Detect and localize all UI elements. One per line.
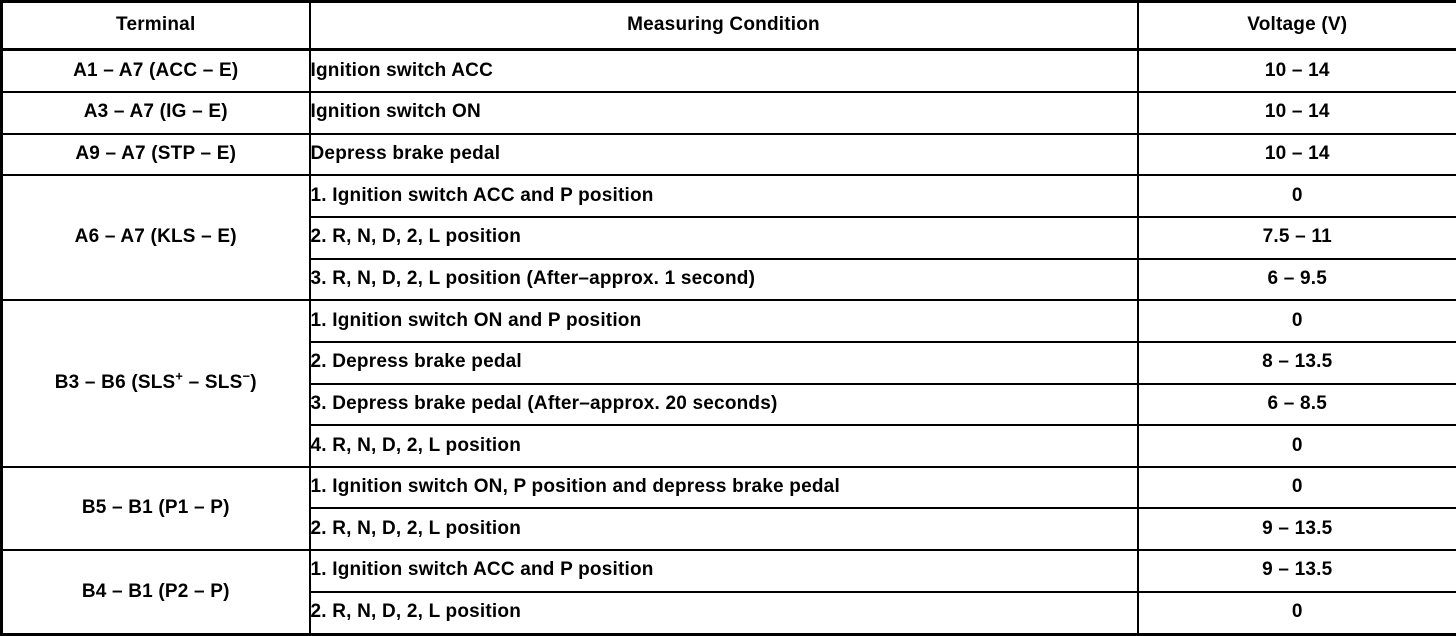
column-header-terminal: Terminal xyxy=(0,0,311,51)
voltage-cell: 10 – 14 xyxy=(1136,91,1456,135)
voltage-cell: 6 – 8.5 xyxy=(1136,382,1456,427)
table-row: 3. Depress brake pedal (After–approx. 20… xyxy=(2,382,1456,427)
terminal-label: A3 – A7 (IG – E) xyxy=(0,91,311,135)
column-header-voltage: Voltage (V) xyxy=(1136,0,1456,51)
voltage-cell: 10 – 14 xyxy=(1136,48,1456,94)
table-row: B3 – B6 (SLS+ – SLS−)1. Ignition switch … xyxy=(0,299,1456,468)
voltage-cell: 0 xyxy=(1136,590,1456,636)
measuring-condition-cell: Ignition switch ON xyxy=(308,91,1139,135)
measuring-condition-cell: 3. Depress brake pedal (After–approx. 20… xyxy=(308,382,1139,427)
voltage-cell: 0 xyxy=(1136,424,1456,468)
measuring-condition-cell: 1. Ignition switch ACC and P position xyxy=(308,549,1139,593)
voltage-cell: 9 – 13.5 xyxy=(1136,507,1456,552)
measuring-condition-cell: Depress brake pedal xyxy=(308,132,1139,177)
column-header-measuring-condition: Measuring Condition xyxy=(308,0,1139,51)
table-row: B4 – B1 (P2 – P)1. Ignition switch ACC a… xyxy=(0,549,1456,636)
measuring-condition-cell: 1. Ignition switch ON and P position xyxy=(308,299,1139,343)
measuring-condition-cell: 1. Ignition switch ON, P position and de… xyxy=(308,465,1139,510)
measuring-condition-cell: 2. R, N, D, 2, L position xyxy=(308,507,1139,552)
voltage-cell: 8 – 13.5 xyxy=(1136,340,1456,385)
terminal-label: A6 – A7 (KLS – E) xyxy=(0,174,311,302)
table-row: B5 – B1 (P1 – P)1. Ignition switch ON, P… xyxy=(0,465,1456,552)
terminal-label: B3 – B6 (SLS+ – SLS−) xyxy=(0,299,311,468)
measuring-condition-cell: 4. R, N, D, 2, L position xyxy=(308,424,1139,468)
voltage-cell: 0 xyxy=(1136,299,1456,343)
terminal-label: B4 – B1 (P2 – P) xyxy=(0,549,311,636)
voltage-cell: 0 xyxy=(1136,465,1456,510)
voltage-cell: 10 – 14 xyxy=(1136,132,1456,177)
table-row: A6 – A7 (KLS – E)1. Ignition switch ACC … xyxy=(0,174,1456,302)
voltage-cell: 0 xyxy=(1136,174,1456,218)
terminal-label: A9 – A7 (STP – E) xyxy=(0,132,311,177)
terminal-label: A1 – A7 (ACC – E) xyxy=(0,48,311,94)
voltage-cell: 6 – 9.5 xyxy=(1136,257,1456,302)
measuring-condition-cell: Ignition switch ACC xyxy=(308,48,1139,94)
terminal-label: B5 – B1 (P1 – P) xyxy=(0,465,311,552)
voltage-cell: 9 – 13.5 xyxy=(1136,549,1456,593)
measuring-condition-cell: 2. Depress brake pedal xyxy=(308,340,1139,385)
measuring-condition-cell: 1. Ignition switch ACC and P position xyxy=(308,174,1139,218)
measuring-condition-cell: 2. R, N, D, 2, L position xyxy=(308,215,1139,260)
measuring-condition-cell: 3. R, N, D, 2, L position (After–approx.… xyxy=(308,257,1139,302)
voltage-cell: 7.5 – 11 xyxy=(1136,215,1456,260)
table-header: Terminal Measuring Condition Voltage (V) xyxy=(0,0,1456,51)
measuring-condition-cell: 2. R, N, D, 2, L position xyxy=(308,590,1139,636)
table-row: 3. R, N, D, 2, L position (After–approx.… xyxy=(2,257,1456,302)
header-row: Terminal Measuring Condition Voltage (V) xyxy=(0,0,1456,51)
